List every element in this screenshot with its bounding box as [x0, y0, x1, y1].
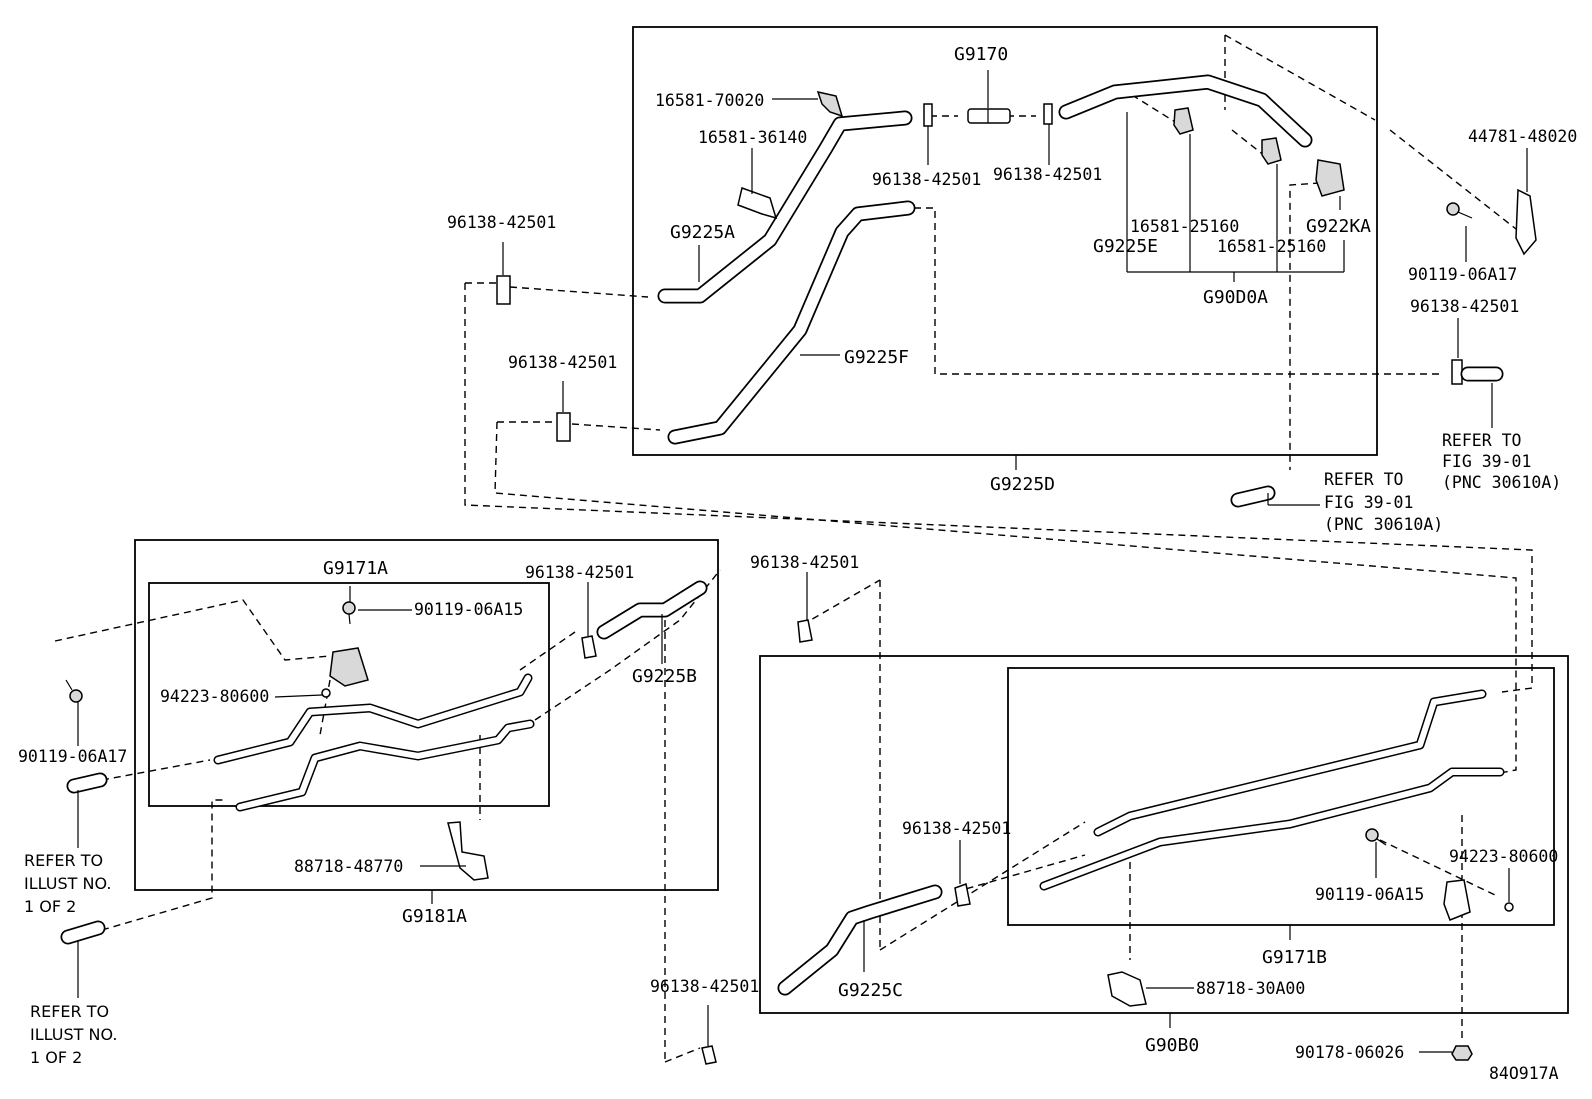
group-label: G922KA [1306, 216, 1371, 237]
pipe-a-box [148, 582, 550, 807]
part-number-label: 90119-06A17 [18, 747, 127, 766]
clamp-icon [737, 187, 778, 220]
clip-icon [1451, 359, 1463, 385]
part-number-label: 88718-48770 [294, 857, 403, 876]
pipe-g9171a-lower [235, 719, 535, 812]
part-number-label: 90178-06026 [1295, 1043, 1404, 1062]
refer-label: (PNC 30610A) [1442, 473, 1561, 492]
pipe-g9171a-upper [213, 673, 533, 765]
joint-g9170 [967, 108, 1011, 124]
clamp-icon [581, 635, 597, 659]
refer-label: REFER TO [24, 851, 103, 870]
group-label: G9171B [1262, 947, 1327, 968]
part-number-label: 90119-06A15 [1315, 885, 1424, 904]
part-number-label: 96138-42501 [1410, 297, 1519, 316]
part-number-label: 94223-80600 [1449, 847, 1558, 866]
part-number-label: 96138-42501 [750, 553, 859, 572]
group-label: G9225E [1093, 236, 1158, 257]
part-number-label: 44781-48020 [1468, 127, 1577, 146]
clip-icon [923, 103, 933, 127]
refer-label: 1 OF 2 [24, 897, 76, 916]
part-number-label: 96138-42501 [447, 213, 556, 232]
clip-icon [496, 275, 511, 305]
lower-assy-box [759, 655, 1569, 1014]
part-number-label: 16581-36140 [698, 128, 807, 147]
refer-pipe-icon [1230, 485, 1276, 508]
group-label: G9171A [323, 558, 388, 579]
refer-label: 1 OF 2 [30, 1048, 82, 1067]
hose-g90d0a [1058, 74, 1313, 148]
bolt-icon [342, 601, 356, 625]
clamp-icon [1261, 137, 1282, 165]
valve-icon [1315, 159, 1345, 197]
refer-label: REFER TO [1442, 431, 1521, 450]
clamp-icon [954, 882, 971, 907]
clamp-icon [329, 647, 369, 687]
part-number-label: 16581-70020 [655, 91, 764, 110]
group-label: G9181A [402, 906, 467, 927]
clamp-30a00-icon [1107, 971, 1147, 1007]
clamp-icon [797, 619, 813, 643]
clip-icon [556, 412, 571, 442]
center-assy-box [134, 539, 719, 891]
clip-icon [321, 688, 331, 698]
refer-pipe-icon [60, 920, 106, 945]
group-label: G90B0 [1145, 1035, 1199, 1056]
part-number-label: 16581-25160 [1130, 217, 1239, 236]
bracket-icon [1515, 188, 1537, 256]
pipe-g9171b-lower [1039, 767, 1505, 891]
clip-icon [1043, 103, 1053, 125]
clamp-icon [701, 1045, 717, 1065]
group-label: G90D0A [1203, 287, 1268, 308]
part-number-label: 96138-42501 [872, 170, 981, 189]
part-number-label: 90119-06A15 [414, 600, 523, 619]
clamp-icon [816, 90, 844, 118]
illustration-id: 84O917A [1489, 1064, 1559, 1083]
part-number-label: 88718-30A00 [1196, 979, 1305, 998]
part-number-label: 96138-42501 [993, 165, 1102, 184]
group-label: G9225A [670, 222, 735, 243]
refer-label: FIG 39-01 [1442, 452, 1531, 471]
refer-label: ILLUST NO. [30, 1025, 117, 1044]
nut-icon [1451, 1045, 1473, 1061]
group-label: G9225D [990, 474, 1055, 495]
clamp-48770-icon [447, 821, 489, 881]
leader-lines [77, 70, 1528, 1053]
part-number-label: 96138-42501 [902, 819, 1011, 838]
part-number-label: 16581-25160 [1217, 237, 1326, 256]
part-number-label: 96138-42501 [525, 563, 634, 582]
clamp-icon [1443, 879, 1471, 921]
pipe-g9171b-upper [1093, 689, 1487, 837]
upper-assy-box [632, 26, 1378, 456]
pipe-b-box [1007, 667, 1555, 926]
refer-label: REFER TO [1324, 470, 1403, 489]
refer-label: (PNC 30610A) [1324, 515, 1443, 534]
part-number-label: 96138-42501 [508, 353, 617, 372]
clip-icon [1504, 902, 1514, 912]
part-number-label: 96138-42501 [650, 977, 759, 996]
clamp-icon [1173, 107, 1194, 135]
bolt-icon [1365, 828, 1387, 846]
refer-pipe-icon [66, 772, 108, 794]
group-label: G9170 [954, 44, 1008, 65]
refer-label: REFER TO [30, 1002, 109, 1021]
refer-label: FIG 39-01 [1324, 493, 1413, 512]
refer-label: ILLUST NO. [24, 874, 111, 893]
group-label: G9225B [632, 666, 697, 687]
hose-g9225b [596, 580, 708, 640]
hose-g9225f [667, 200, 916, 445]
part-number-label: 90119-06A17 [1408, 265, 1517, 284]
bolt-icon [65, 679, 83, 703]
hose-g9225a [657, 110, 913, 304]
bolt-icon [1446, 202, 1473, 219]
group-label: G9225F [844, 347, 909, 368]
hose-g9225c [777, 884, 943, 996]
group-label: G9225C [838, 980, 903, 1001]
part-number-label: 94223-80600 [160, 687, 269, 706]
